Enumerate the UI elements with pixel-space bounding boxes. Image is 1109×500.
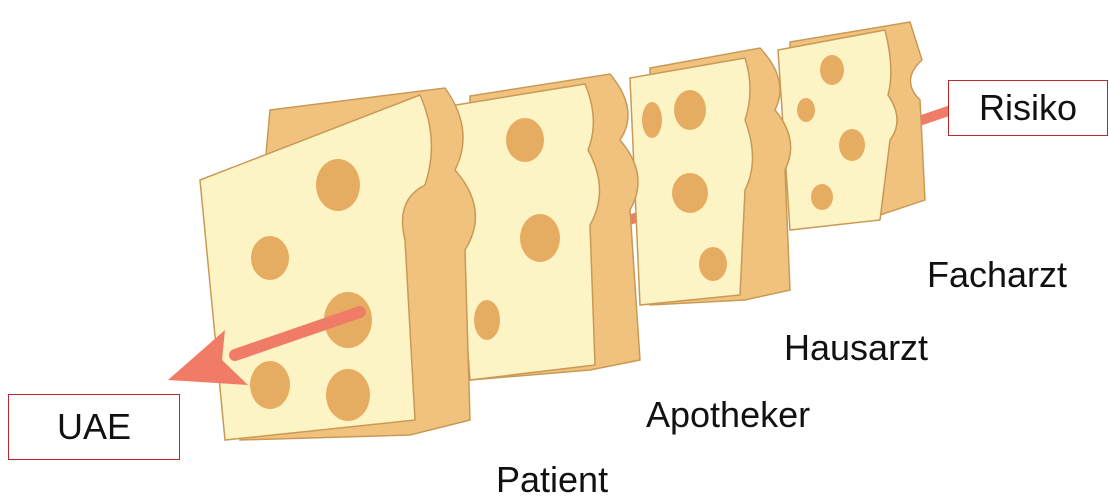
hole-icon — [642, 102, 662, 138]
hole-icon — [251, 236, 289, 280]
risk-label-box: Risiko — [948, 80, 1108, 136]
layer-label-patient: Patient — [496, 462, 608, 498]
hole-icon — [797, 98, 815, 122]
layer-label-gp: Hausarzt — [784, 330, 928, 366]
hole-icon — [506, 118, 544, 162]
hole-icon — [250, 361, 290, 409]
hole-icon — [699, 247, 727, 281]
hole-icon — [820, 55, 844, 85]
hole-icon — [316, 159, 360, 211]
hole-icon — [520, 214, 560, 262]
cheese-slice-icon — [630, 48, 791, 305]
hole-icon — [839, 129, 865, 161]
hole-icon — [474, 300, 500, 340]
layer-label-specialist: Facharzt — [927, 257, 1067, 293]
hole-icon — [811, 184, 833, 210]
cheese-slice-icon — [778, 22, 925, 230]
cheese-slice-icon — [200, 88, 475, 440]
hole-icon — [326, 369, 370, 421]
cheese-slice-icon — [450, 74, 640, 380]
hole-icon — [674, 90, 706, 130]
layer-label-pharmacist: Apotheker — [646, 397, 810, 433]
outcome-label-box: UAE — [8, 394, 180, 460]
hole-icon — [672, 173, 708, 213]
